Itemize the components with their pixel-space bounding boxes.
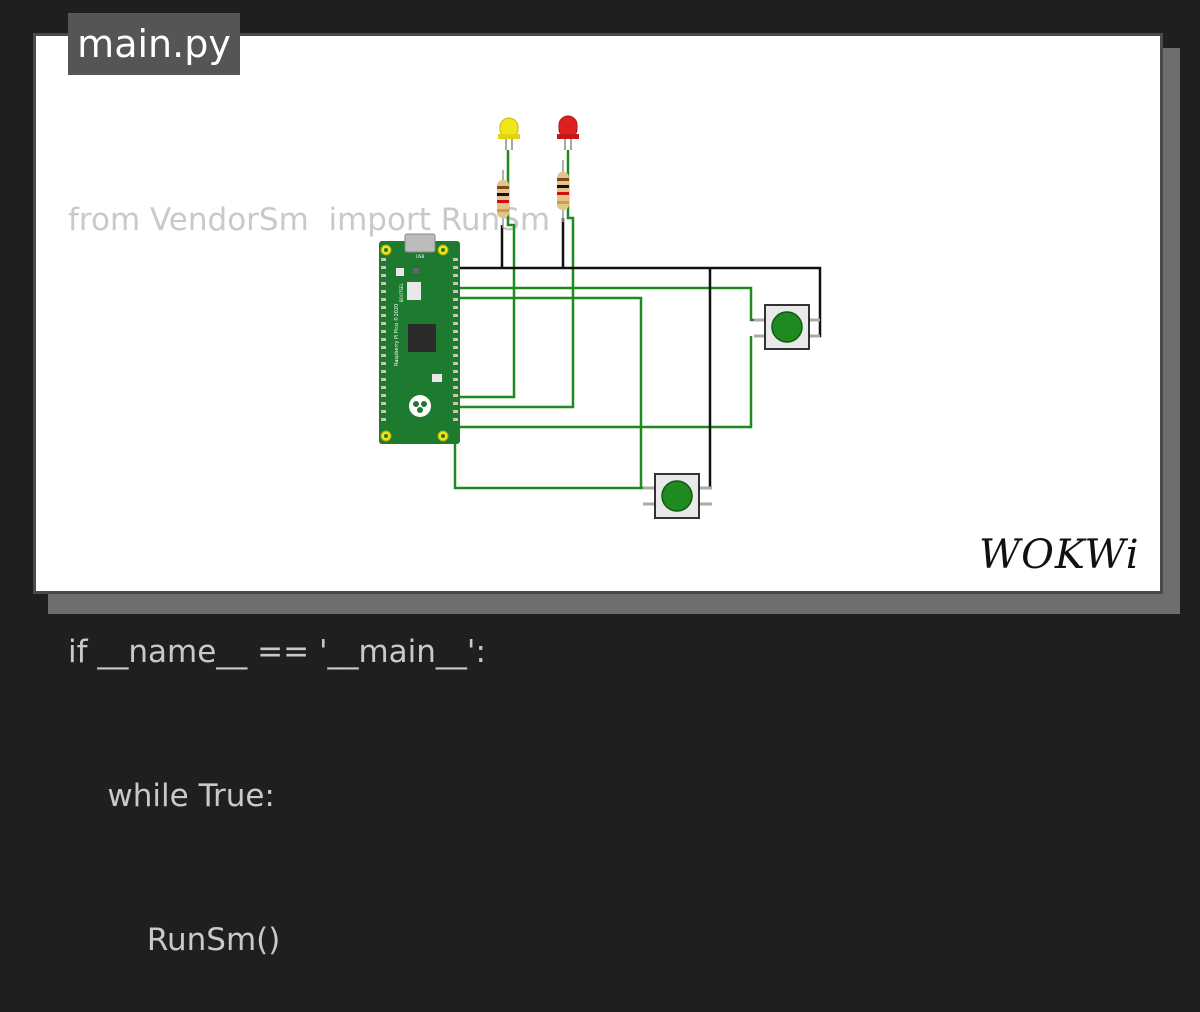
wire-button-right-top [455,286,765,322]
code-line: from VendorSm import RunSm [68,202,551,238]
wokwi-logo: WOKWi [979,532,1140,578]
usb-label: USB [416,254,424,259]
circuit-diagram: Raspberry Pi Pico ©2020 USB BOOTSEL [379,115,822,519]
file-tab-main-py[interactable]: main.py [68,13,240,75]
raspberry-logo-icon [409,395,431,417]
resistor-red[interactable] [557,160,569,222]
wire-button-bottom-top [455,296,655,490]
code-line: while True: [68,778,275,814]
code-line: if __name__ == '__main__': [68,634,486,670]
resistor-yellow[interactable] [497,170,509,228]
led-yellow[interactable] [498,117,520,150]
wokwi-logo-text: WOKWi [979,532,1140,578]
wire-button-bottom-left [453,440,641,490]
preview-card [33,33,1163,594]
board-silkscreen: Raspberry Pi Pico ©2020 [393,304,400,366]
code-line: RunSm() [68,922,281,958]
pin-headers [381,258,458,421]
led-red[interactable] [557,115,579,150]
wire-button-right-bottom [455,336,753,429]
wire-gnd-button-bottom [700,268,712,490]
pushbutton-bottom[interactable] [643,473,712,519]
bootsel-label: BOOTSEL [399,283,404,302]
pico-board[interactable]: Raspberry Pi Pico ©2020 USB BOOTSEL [379,233,460,444]
pushbutton-right[interactable] [754,304,820,350]
rp2040-chip [408,324,436,352]
